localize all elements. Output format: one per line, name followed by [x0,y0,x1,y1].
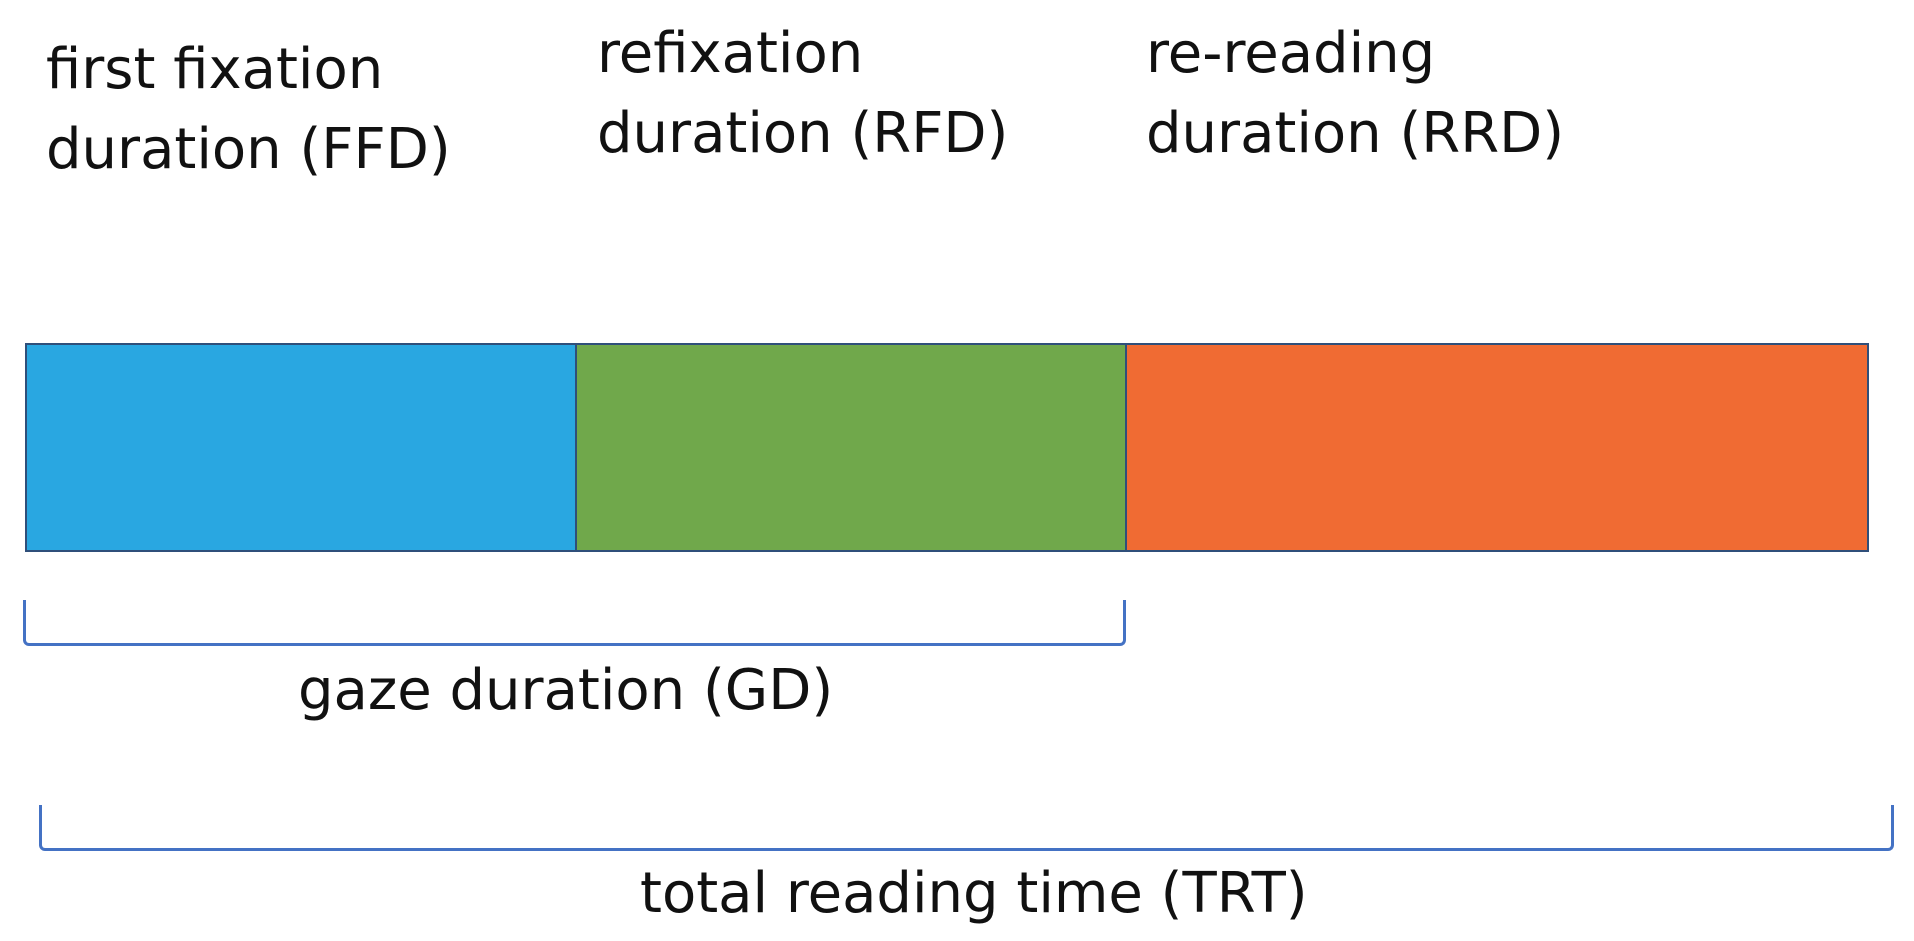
ffd-segment [25,343,577,552]
gaze-duration-label: gaze duration (GD) [298,658,834,723]
rrd-label: re-reading duration (RRD) [1146,21,1565,166]
total-reading-time-label: total reading time (TRT) [640,861,1308,926]
rfd-segment [575,343,1127,552]
gaze-duration-bracket [23,600,1126,646]
rfd-label: refixation duration (RFD) [597,21,1009,166]
total-reading-time-bracket [39,805,1894,851]
ffd-label: first fixation duration (FFD) [46,37,451,182]
rrd-segment [1125,343,1869,552]
